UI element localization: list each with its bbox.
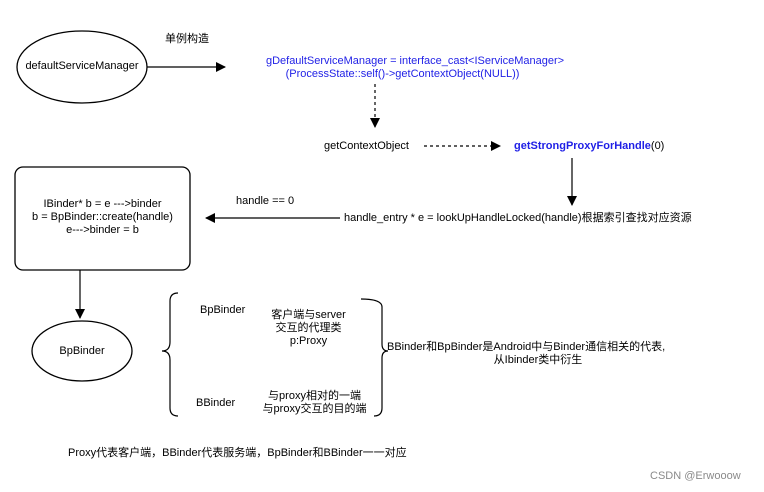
right-brace xyxy=(360,298,389,417)
watermark: CSDN @Erwooow xyxy=(650,470,741,482)
brace-bbinder-label: BBinder xyxy=(196,397,236,409)
get-strong-proxy-name: getStrongProxyForHandle xyxy=(514,140,651,152)
binder-box-line2: b = BpBinder::create(handle) xyxy=(32,211,173,223)
binder-box-line1: IBinder* b = e --->binder xyxy=(43,198,162,210)
get-context-object-label: getContextObject xyxy=(324,140,409,152)
get-strong-proxy-label: getStrongProxyForHandle(0) xyxy=(514,140,664,153)
handle-eq-zero-label: handle == 0 xyxy=(236,195,295,207)
binder-summary-line2: 从Ibinder类中衍生 xyxy=(493,354,583,366)
binder-box-line3: e--->binder = b xyxy=(66,224,139,236)
brace-bbinder-desc-line1: 与proxy相对的一端 xyxy=(268,390,361,402)
g-default-service-manager-line2: (ProcessState::self()->getContextObject(… xyxy=(285,68,520,80)
default-service-manager-label: defaultServiceManager xyxy=(25,60,139,72)
bpbinder-node xyxy=(31,320,133,382)
brace-bpbinder-desc-line3: p:Proxy xyxy=(289,335,328,347)
left-brace xyxy=(161,292,179,417)
brace-bbinder-desc-line2: 与proxy交互的目的端 xyxy=(262,403,367,415)
handle-entry-lookup-label: handle_entry * e = lookUpHandleLocked(ha… xyxy=(344,212,692,224)
g-default-service-manager-line1: gDefaultServiceManager = interface_cast<… xyxy=(265,55,565,67)
brace-bpbinder-label: BpBinder xyxy=(200,304,246,316)
footer-note: Proxy代表客户端，BBinder代表服务端，BpBinder和BBinder… xyxy=(68,447,407,459)
binder-create-box xyxy=(14,166,191,271)
binder-summary-line1: BBinder和BpBinder是Android中与Binder通信相关的代表, xyxy=(387,341,666,353)
get-strong-proxy-arg: (0) xyxy=(650,140,665,152)
brace-bpbinder-desc-line1: 客户端与server xyxy=(271,309,346,321)
brace-bpbinder-desc-line2: 交互的代理类 xyxy=(275,322,342,334)
bpbinder-node-label: BpBinder xyxy=(59,345,105,357)
singleton-construct-label: 单例构造 xyxy=(165,33,209,45)
